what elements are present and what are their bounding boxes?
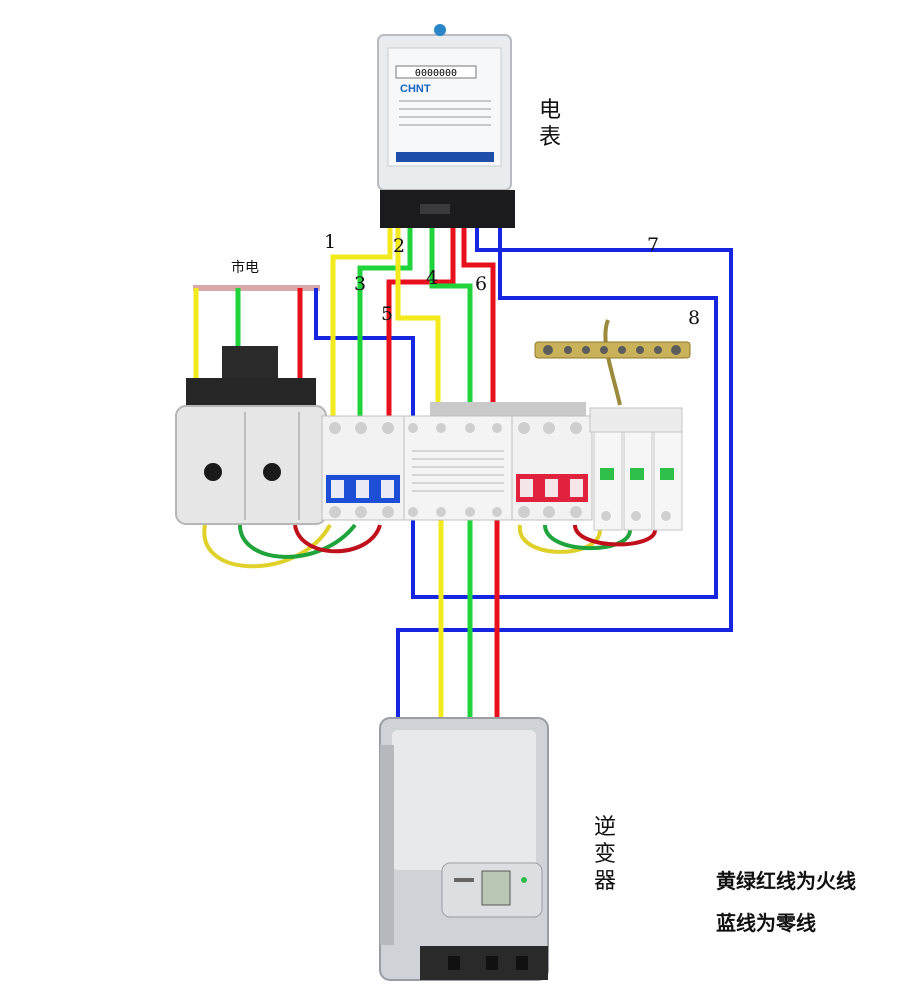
wire-number-6: 6 <box>475 273 487 295</box>
grid-supply <box>193 285 320 291</box>
wire-2-yellow <box>395 228 441 420</box>
wire-number-1: 1 <box>324 231 336 253</box>
isolator-switch <box>175 346 327 525</box>
wires <box>193 228 733 720</box>
wire-number-7: 7 <box>647 234 659 256</box>
inverter-label-char-1: 逆 <box>594 815 616 840</box>
wire-4-green <box>429 228 473 420</box>
wire-number-2: 2 <box>393 235 405 257</box>
red-breaker <box>511 415 593 521</box>
legend-live: 黄绿红线为火线 <box>716 869 856 893</box>
wire-number-5: 5 <box>381 303 393 325</box>
ground-bar <box>534 319 691 406</box>
grid-blue-wire <box>314 288 415 420</box>
legend-neutral: 蓝线为零线 <box>716 911 816 935</box>
surge-protectors <box>589 407 683 531</box>
main-breaker <box>321 415 405 521</box>
wire-5-red <box>386 228 456 420</box>
wire-7-blue <box>396 228 733 720</box>
wire-number-3: 3 <box>354 273 366 295</box>
wire-number-4: 4 <box>426 267 438 289</box>
meter-label-char-1: 电 <box>539 98 561 123</box>
wire-number-8: 8 <box>688 307 700 329</box>
wire-1-yellow <box>330 228 393 420</box>
switch-loop-wires <box>202 524 332 569</box>
inverter-label-char-2: 变 <box>594 842 616 867</box>
wire-8-blue <box>411 228 718 599</box>
meter-brand: CHNT <box>400 83 431 95</box>
wire-6-red <box>461 228 496 420</box>
inverter-display <box>481 870 511 906</box>
meter-reading: 0000000 <box>415 68 457 79</box>
inverter-label-char-3: 器 <box>594 869 616 894</box>
wire-3-green <box>357 228 413 420</box>
meter-label-char-2: 表 <box>539 125 561 150</box>
grid-label: 市电 <box>231 259 259 276</box>
inverter <box>379 717 549 981</box>
electric-meter: 0000000 CHNT <box>377 24 515 228</box>
